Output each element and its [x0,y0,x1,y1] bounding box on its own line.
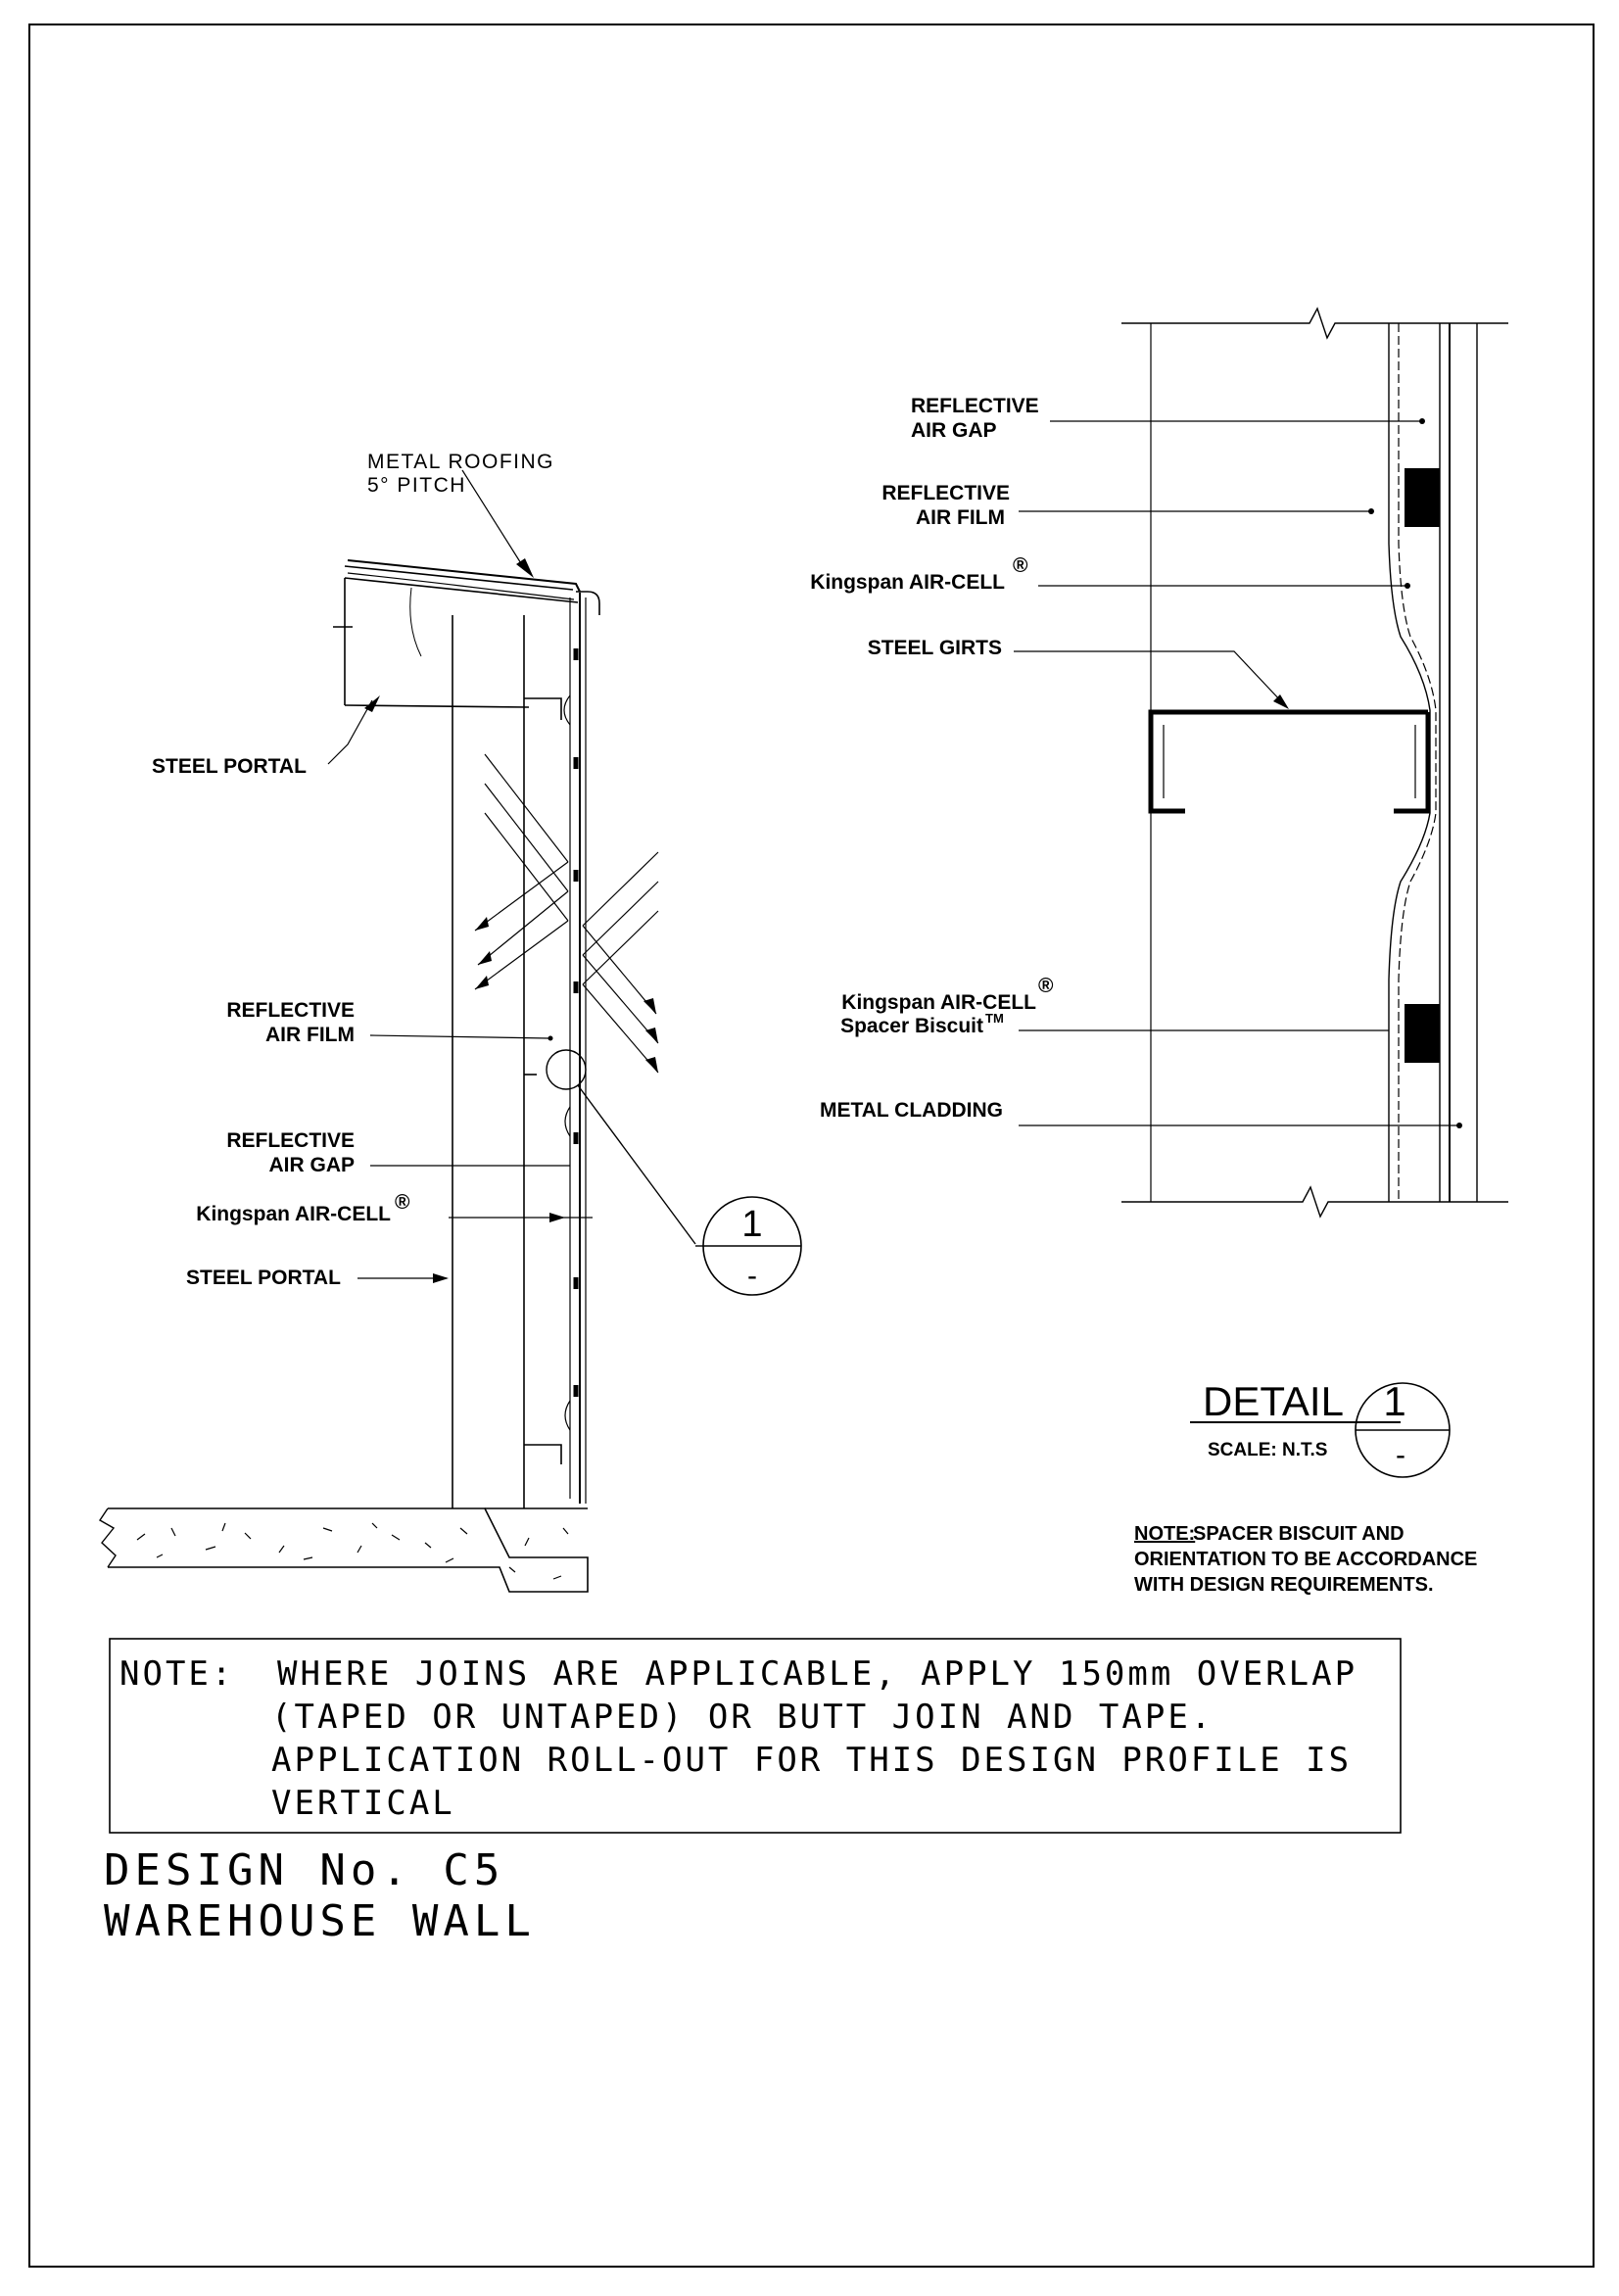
section-leaders [327,469,593,1279]
general-note-box: NOTE: WHERE JOINS ARE APPLICABLE, APPLY … [109,1638,1402,1834]
sheet-border [28,24,1595,2268]
detail-air-gap-label-line1: REFLECTIVE [911,395,1039,417]
section-callout-bubble: 1 - [695,1196,802,1296]
detail-spacer-registered-mark: ® [1038,975,1054,997]
detail-air-film-label-line2: AIR FILM [916,506,1005,529]
detail-air-gap-label-line2: AIR GAP [911,419,997,442]
wall-section-drawing [99,559,696,1593]
detail-drawing [1121,307,1508,1219]
detail-note-line2: ORIENTATION TO BE ACCORDANCE [1134,1549,1477,1570]
general-note-line2: (TAPED OR UNTAPED) OR BUTT JOIN AND TAPE… [271,1698,1214,1737]
spacer-biscuit-upper [1405,468,1440,527]
detail-aircell-label: Kingspan AIR-CELL [810,571,1005,594]
general-note-label: NOTE: [119,1654,234,1694]
detail-arrowheads [1273,418,1462,1128]
air-gap-label-line1: REFLECTIVE [226,1129,355,1152]
detail-sheet: - [1396,1439,1405,1471]
detail-note-prefix: NOTE: [1134,1523,1195,1545]
general-note-line3: APPLICATION ROLL-OUT FOR THIS DESIGN PRO… [271,1741,1352,1780]
air-gap-label-line2: AIR GAP [268,1154,355,1176]
detail-title-block: DETAIL 1 SCALE: N.T.S - [1190,1378,1451,1478]
detail-scale: SCALE: N.T.S [1208,1440,1327,1460]
detail-steel-girts-label: STEEL GIRTS [868,637,1002,659]
detail-note-line1: SPACER BISCUIT AND [1193,1523,1405,1545]
detail-spacer-label-line2: Spacer Biscuit [840,1015,983,1037]
detail-aircell-registered-mark: ® [1013,554,1028,577]
detail-leaders [1014,420,1457,1126]
section-callout-sheet: - [747,1260,757,1292]
detail-metal-cladding-label: METAL CLADDING [820,1099,1003,1122]
section-callout-number: 1 [741,1204,762,1245]
steel-portal-top-label: STEEL PORTAL [152,755,307,778]
general-note-line4: VERTICAL [271,1784,455,1823]
aircell-label: Kingspan AIR-CELL [196,1203,391,1225]
metal-roofing-label: METAL ROOFING [367,451,554,473]
general-note-line1: WHERE JOINS ARE APPLICABLE, APPLY 150mm … [277,1654,1357,1694]
roof-pitch-label: 5° PITCH [367,474,466,497]
detail-note: NOTE: SPACER BISCUIT AND ORIENTATION TO … [1134,1523,1477,1596]
detail-air-film-label-line1: REFLECTIVE [881,482,1010,504]
section-arrowheads [364,558,565,1283]
detail-title: DETAIL [1203,1378,1344,1424]
detail-spacer-label-line1: Kingspan AIR-CELL [841,991,1036,1014]
detail-spacer-trademark: TM [985,1011,1004,1026]
air-film-label-line2: AIR FILM [265,1024,355,1046]
steel-portal-bottom-label: STEEL PORTAL [186,1267,341,1289]
air-film-label-line1: REFLECTIVE [226,999,355,1022]
design-name: WAREHOUSE WALL [104,1896,536,1946]
aircell-registered-mark: ® [395,1191,410,1214]
design-number: DESIGN No. C5 [104,1845,504,1895]
detail-number: 1 [1383,1378,1405,1424]
spacer-biscuit-lower [1405,1004,1440,1063]
detail-note-line3: WITH DESIGN REQUIREMENTS. [1134,1574,1434,1596]
